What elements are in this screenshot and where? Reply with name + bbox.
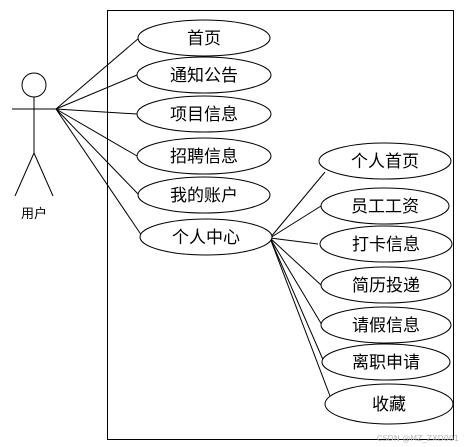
- sub-associations: [269, 171, 331, 397]
- actor-label: 用户: [21, 206, 47, 222]
- actor-head: [21, 72, 47, 98]
- association-line: [55, 108, 140, 196]
- association-line: [269, 205, 322, 239]
- use-case-label: 打卡信息: [352, 235, 420, 255]
- association-line: [269, 171, 326, 239]
- association-line: [269, 237, 322, 286]
- actor-right-leg: [33, 152, 54, 197]
- use-case-my-account: 我的账户: [137, 176, 271, 214]
- use-case-label: 个人首页: [351, 152, 419, 172]
- use-case-label: 收藏: [372, 395, 406, 415]
- use-case-label: 离职申请: [352, 353, 420, 373]
- use-case-label: 首页: [187, 29, 221, 49]
- use-case-label: 项目信息: [170, 105, 238, 125]
- use-case-favorites: 收藏: [324, 383, 454, 425]
- use-case-notice: 通知公告: [136, 56, 272, 94]
- association-line: [55, 108, 138, 115]
- use-case-home: 首页: [137, 19, 271, 57]
- use-case-label: 招聘信息: [170, 147, 238, 167]
- use-case-resignation: 离职申请: [321, 343, 451, 381]
- use-case-recruitment-info: 招聘信息: [136, 137, 272, 175]
- watermark: CSDN @MZ_ZXD001: [377, 434, 459, 443]
- use-case-personal-center: 个人中心: [139, 218, 273, 256]
- association-line: [55, 108, 138, 157]
- use-case-label: 请假信息: [352, 316, 420, 336]
- use-case-leave-info: 请假信息: [320, 306, 452, 344]
- association-line: [269, 237, 325, 363]
- use-case-clock-in: 打卡信息: [319, 225, 453, 263]
- association-line: [269, 237, 323, 326]
- system-boundary: [107, 10, 454, 440]
- actor-user: 用户: [12, 72, 56, 222]
- use-case-label: 通知公告: [170, 66, 238, 86]
- use-case-resume-submit: 简历投递: [320, 266, 452, 304]
- association-line: [55, 108, 143, 237]
- use-case-label: 员工工资: [351, 197, 419, 217]
- use-case-label: 个人中心: [172, 228, 240, 248]
- use-case-project-info: 项目信息: [136, 95, 272, 133]
- use-case-salary: 员工工资: [320, 187, 450, 225]
- use-case-label: 我的账户: [170, 186, 238, 206]
- association-line: [269, 237, 331, 397]
- use-case-label: 简历投递: [352, 276, 420, 296]
- actor-associations: [55, 37, 143, 237]
- association-line: [269, 237, 319, 245]
- use-case-personal-home: 个人首页: [318, 142, 452, 180]
- actor-left-leg: [14, 152, 35, 197]
- association-line: [55, 37, 140, 110]
- association-line: [55, 74, 138, 110]
